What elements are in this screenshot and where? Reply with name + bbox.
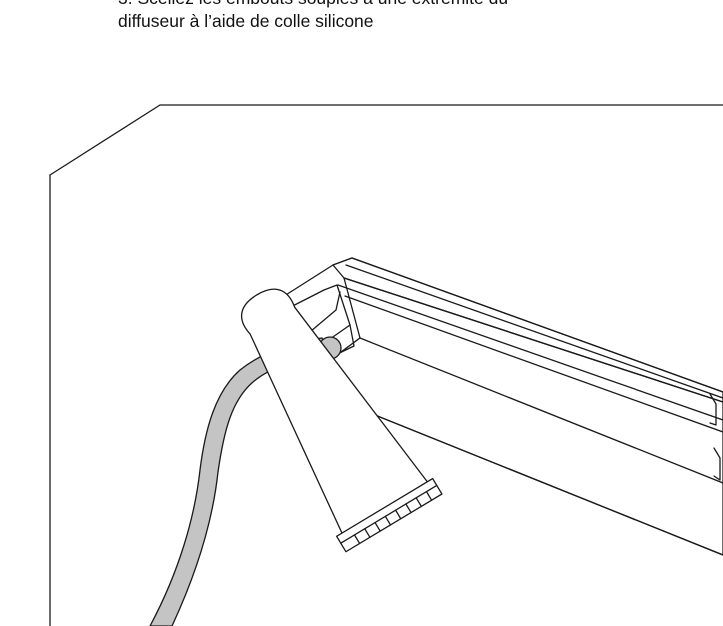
- wall-corner: [49, 104, 723, 626]
- instruction-caption: 3. Scellez les embouts souples à une ext…: [118, 0, 678, 33]
- tube-body: [241, 288, 430, 536]
- silicone-tube: [241, 288, 443, 553]
- cable-body: [149, 337, 331, 626]
- instruction-line-1: 3. Scellez les embouts souples à une ext…: [118, 0, 678, 10]
- tube-crimp: [335, 477, 443, 553]
- instruction-line-2: diffuseur à l’aide de colle silicone: [118, 11, 374, 31]
- profile-top-face: [332, 257, 723, 403]
